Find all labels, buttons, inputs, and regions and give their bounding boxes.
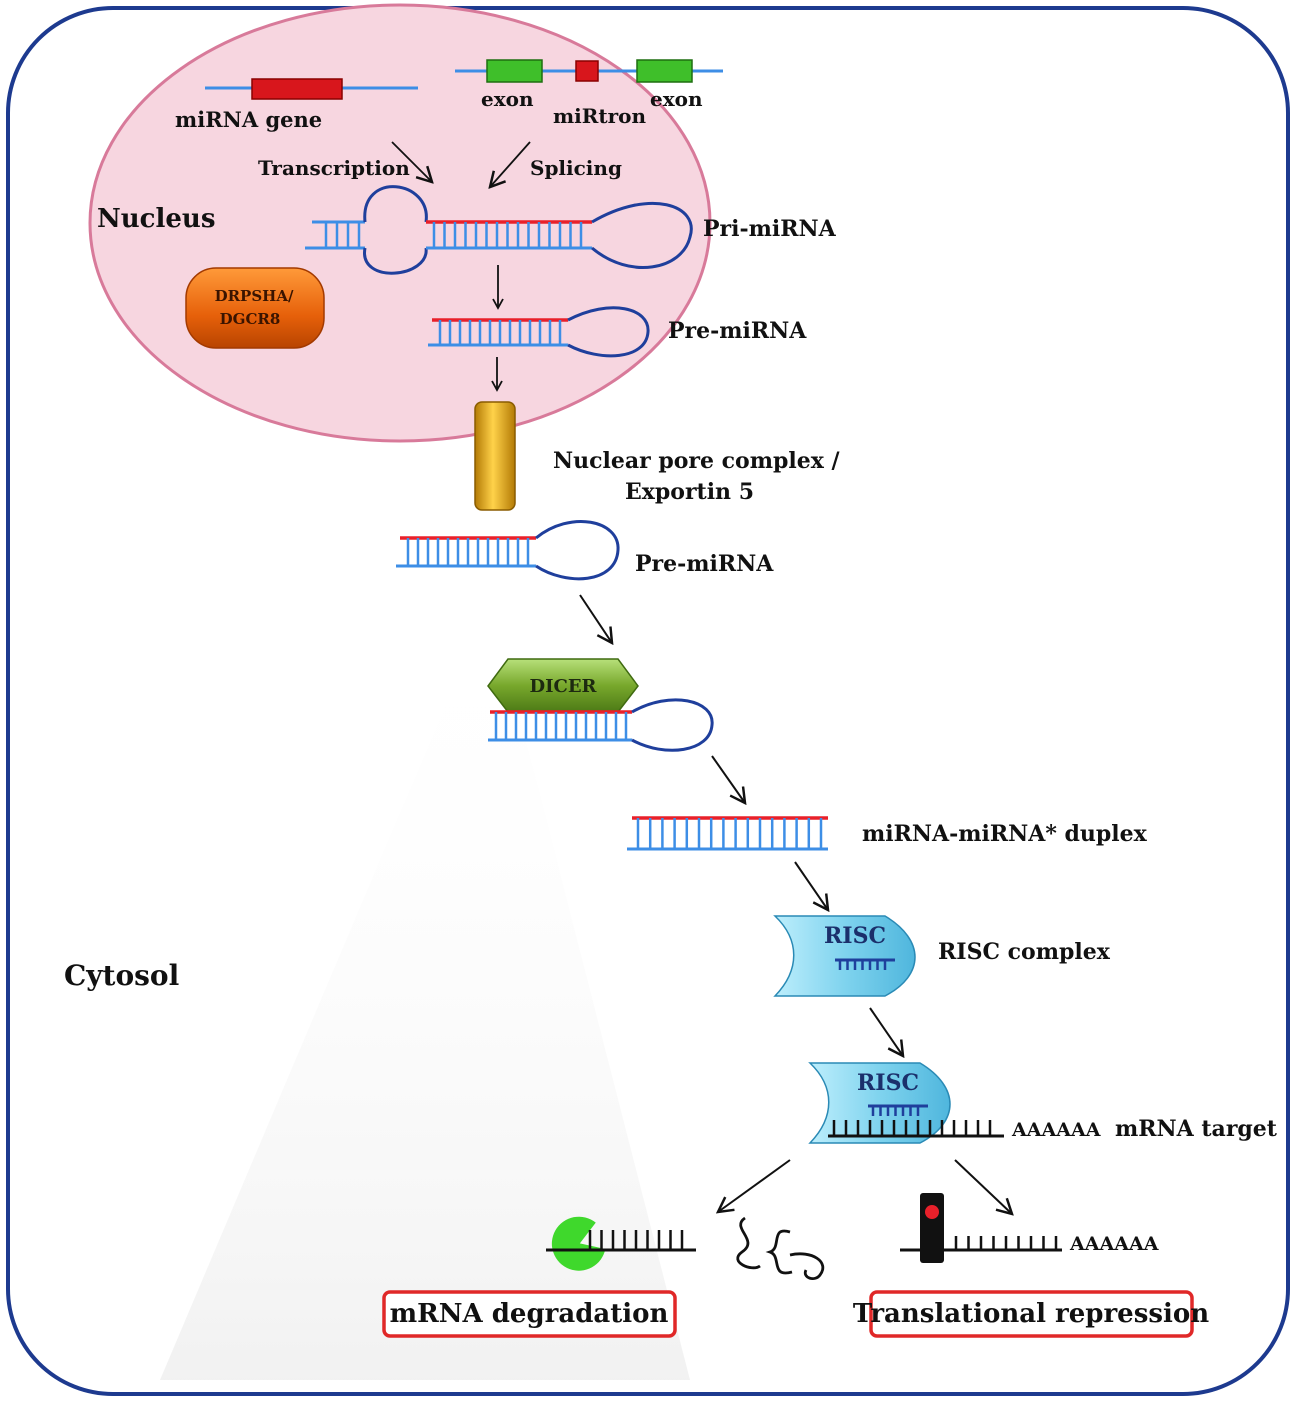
nuclear-pore-label-line2: Exportin 5 [625, 479, 754, 505]
target-polya-label: AAAAAA [1011, 1119, 1101, 1141]
mrna-target-strand [828, 1120, 1004, 1138]
mrna-degradation-box [382, 1290, 677, 1338]
mirtron-label: miRtron [553, 104, 646, 128]
translational-repression-box [869, 1290, 1194, 1338]
degrading-mrna-strand [546, 1230, 696, 1252]
mrna-fragments [736, 1216, 825, 1280]
transcription-arrow [391, 141, 432, 182]
mrna-target-label: mRNA target [1115, 1116, 1278, 1142]
drosha-label-line2: DGCR8 [220, 310, 281, 328]
pre-mirna-nucleus-label: Pre-miRNA [668, 318, 807, 344]
arrow-pre-to-dicer [579, 594, 612, 643]
pre-mirna-cytosol-structure [396, 519, 620, 581]
risc-2-guide-strand [868, 1104, 928, 1116]
mirna-gene [205, 78, 418, 100]
repression-polya-label: AAAAAA [1069, 1233, 1159, 1255]
arrow-to-repression [954, 1159, 1012, 1214]
nucleus-label: Nucleus [97, 204, 215, 234]
splicing-arrow [490, 141, 531, 187]
risc-1-guide-strand [835, 958, 895, 970]
risc-2-label: RISC [857, 1070, 919, 1096]
dicer-label: DICER [529, 676, 597, 697]
arrow-to-degradation [718, 1159, 791, 1212]
risc-complex-label: RISC complex [938, 939, 1111, 965]
nuclear-pore-complex [474, 401, 516, 511]
mirtron-gene [455, 59, 723, 83]
dicer-bound-rna [488, 698, 714, 752]
arrow-dicer-to-duplex [711, 755, 745, 803]
translation-block-signal [925, 1205, 939, 1219]
translation-block [920, 1193, 944, 1263]
duplex-label: miRNA-miRNA* duplex [862, 821, 1148, 847]
drosha-dgcr8-complex [185, 267, 325, 349]
pri-mirna-structure [305, 185, 693, 275]
risc-complex-1 [773, 915, 916, 997]
cytosol-label: Cytosol [64, 959, 179, 992]
cytosol-shading [160, 600, 690, 1380]
mrna-degradation-label: mRNA degradation [390, 1299, 669, 1329]
drosha-label-line1: DRPSHA/ [215, 287, 294, 305]
pri-mirna-label: Pri-miRNA [703, 216, 837, 242]
pre-mirna-cytosol-label: Pre-miRNA [635, 551, 774, 577]
pre-mirna-nucleus-structure [428, 306, 650, 358]
translational-repression-label: Translational repression [853, 1299, 1209, 1329]
exon-left-label: exon [481, 87, 534, 111]
transcription-label: Transcription [258, 156, 410, 180]
risc-1-label: RISC [824, 923, 886, 949]
mirna-gene-label: miRNA gene [175, 107, 322, 132]
arrow-duplex-to-risc [794, 861, 828, 910]
splicing-label: Splicing [530, 156, 622, 180]
arrow-risc-to-target [869, 1007, 903, 1056]
exonuclease-pacman [551, 1216, 606, 1271]
mirna-duplex-structure [627, 816, 828, 851]
exon-right-label: exon [650, 87, 703, 111]
nuclear-pore-label-line1: Nuclear pore complex / [553, 448, 841, 474]
